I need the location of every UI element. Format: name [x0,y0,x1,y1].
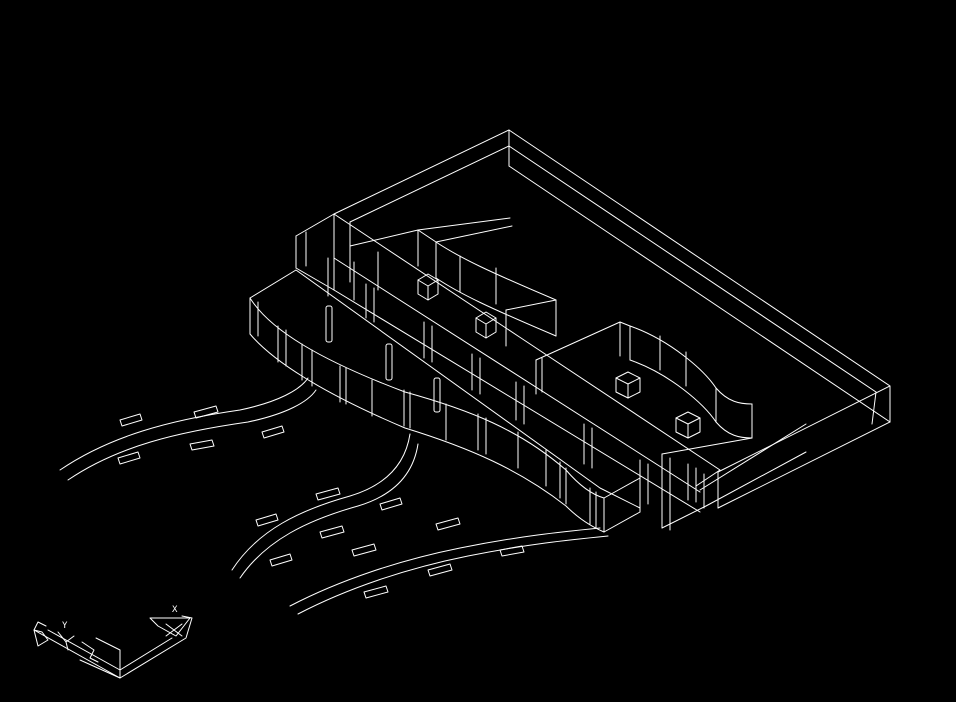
ucs-y-label: Y [62,621,68,631]
parking-stall-markers [117,405,525,599]
right-curved-planter [535,321,807,531]
terrace-columns [325,305,441,413]
roadway-curves [59,377,609,615]
middle-terrace [295,213,721,513]
ucs-x-label: X [172,605,178,615]
ucs-axis-icon [33,615,193,679]
upper-curved-walls [349,217,557,347]
hexagonal-columns [417,273,701,439]
upper-deck-slab [333,129,891,509]
lower-curved-terrace [249,269,641,533]
